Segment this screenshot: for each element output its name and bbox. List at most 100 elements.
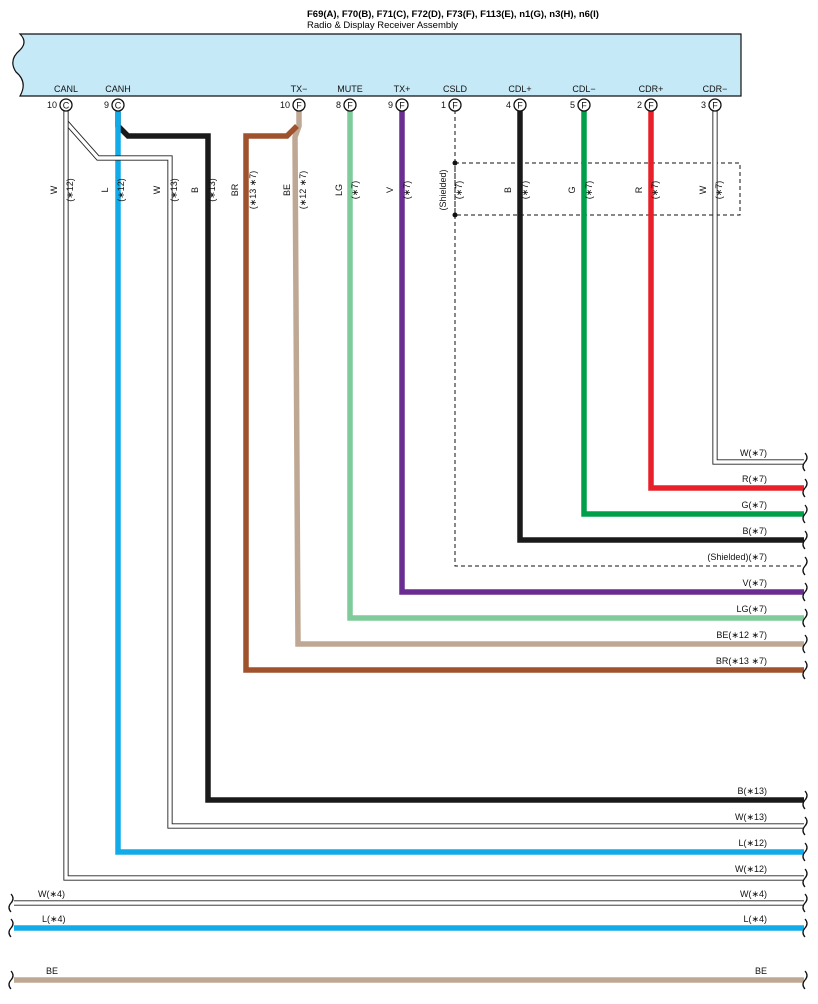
break-left-2: [8, 970, 14, 990]
vlabel-note: (∗7): [714, 181, 724, 200]
right-label-be: BE: [755, 966, 767, 976]
pin-terminal: [343, 98, 357, 112]
wire-w12: [63, 110, 804, 881]
break-right-15: [802, 970, 808, 990]
left-label-w4: W(∗4): [38, 889, 65, 899]
vlabel-color: B: [190, 187, 200, 193]
pin-number: 5: [570, 100, 575, 110]
connector-list: F69(A), F70(B), F71(C), F72(D), F73(F), …: [307, 9, 599, 20]
vlabel-g: G (∗7): [567, 181, 594, 200]
vlabel-sh: (Shielded)(∗7): [438, 169, 464, 210]
pin-terminal: [577, 98, 591, 112]
pin-name: CDR−: [703, 84, 728, 94]
pin-name: TX+: [394, 84, 411, 94]
vlabel-note: (∗7): [520, 181, 530, 200]
pin-terminal: [513, 98, 527, 112]
right-label-b7: B(∗7): [742, 526, 767, 536]
pin-name: CANL: [54, 84, 78, 94]
vlabel-color: L: [100, 187, 110, 192]
pin-number: 10: [47, 100, 57, 110]
vlabel-color: R: [634, 186, 644, 193]
right-label-w13: W(∗13): [735, 812, 767, 822]
vlabel-l12: L (∗12): [100, 178, 126, 202]
vlabel-color: W: [49, 185, 59, 194]
pin-number: 9: [104, 100, 109, 110]
pin-name: TX−: [291, 84, 308, 94]
break-right-3: [802, 530, 808, 550]
receiver-box: [12, 33, 742, 97]
break-right-14: [802, 918, 808, 938]
left-label-be: BE: [46, 966, 58, 976]
vlabel-w7: W (∗7): [698, 181, 724, 200]
break-right-5: [802, 582, 808, 602]
vlabel-note: (∗12 ∗7): [298, 171, 308, 210]
vlabel-note: (∗13): [169, 178, 179, 202]
vlabel-note: (∗13): [207, 178, 217, 202]
pin-connector: F: [296, 101, 302, 111]
wire-cdl-minus: [581, 110, 804, 517]
wire-w13: [64, 120, 804, 829]
vlabel-b7: B (∗7): [503, 181, 530, 200]
pin-connector: C: [115, 101, 122, 111]
break-right-0: [802, 452, 808, 472]
vlabel-be: BE(∗12 ∗7): [282, 171, 308, 210]
break-right-7: [802, 634, 808, 654]
vlabel-note: (∗7): [584, 181, 594, 200]
pin-terminal: [644, 98, 658, 112]
pin-connector: F: [712, 101, 718, 111]
pin-number: 9: [388, 100, 393, 110]
vlabel-color: LG: [334, 184, 344, 196]
right-label-be127: BE(∗12 ∗7): [716, 630, 767, 640]
right-label-w4: W(∗4): [740, 889, 767, 899]
wire-cdr-plus: [648, 110, 804, 491]
vlabel-color: W: [152, 185, 162, 194]
pin-terminal: [708, 98, 722, 112]
pin-connector: F: [517, 101, 523, 111]
wire-cdr-minus-core: [713, 110, 804, 464]
pin-terminal: [292, 98, 306, 112]
vlabel-note: (∗7): [454, 181, 464, 200]
pin-connector: F: [581, 101, 587, 111]
pin-number: 10: [280, 100, 290, 110]
pin-connector: F: [347, 101, 353, 111]
pin-connector: F: [648, 101, 654, 111]
wire-cdl-plus: [517, 110, 804, 543]
pin-name: CDL−: [572, 84, 595, 94]
vlabel-w13: W (∗13): [152, 178, 179, 202]
vlabel-color: B: [503, 187, 513, 193]
break-right-11: [802, 842, 808, 862]
right-label-lg7: LG(∗7): [736, 604, 767, 614]
component-name: Radio & Display Receiver Assembly: [307, 20, 459, 31]
break-right-6: [802, 608, 808, 628]
pin-number: 3: [701, 100, 706, 110]
right-label-l12: L(∗12): [738, 838, 767, 848]
wire-canh-l: [115, 110, 804, 855]
pin-terminal: [395, 98, 409, 112]
wire-csld: [454, 110, 804, 567]
vlabel-note: (∗13 ∗7): [248, 171, 258, 210]
wire-w13-core: [64, 120, 804, 828]
break-right-4: [802, 556, 808, 576]
vlabel-note: (∗12): [116, 178, 126, 202]
vlabel-color: W: [698, 185, 708, 194]
right-label-sh7: (Shielded)(∗7): [707, 552, 767, 562]
wire-mute: [347, 110, 804, 621]
wire-tx-minus-br: [243, 124, 804, 673]
pin-name: CANH: [105, 84, 131, 94]
right-label-br137: BR(∗13 ∗7): [716, 656, 767, 666]
vlabel-color: G: [567, 186, 577, 193]
vlabel-r: R (∗7): [634, 181, 660, 200]
wire-tx-plus: [399, 110, 804, 595]
pin-number: 1: [441, 100, 446, 110]
vlabel-b13: B (∗13): [190, 178, 217, 202]
pin-name: CDL+: [508, 84, 531, 94]
pin-terminal: [111, 98, 125, 112]
vlabel-v: V(∗7): [385, 181, 412, 200]
vlabel-note: (∗7): [650, 181, 660, 200]
pin-terminal: [59, 98, 73, 112]
pin-name: CSLD: [443, 84, 468, 94]
